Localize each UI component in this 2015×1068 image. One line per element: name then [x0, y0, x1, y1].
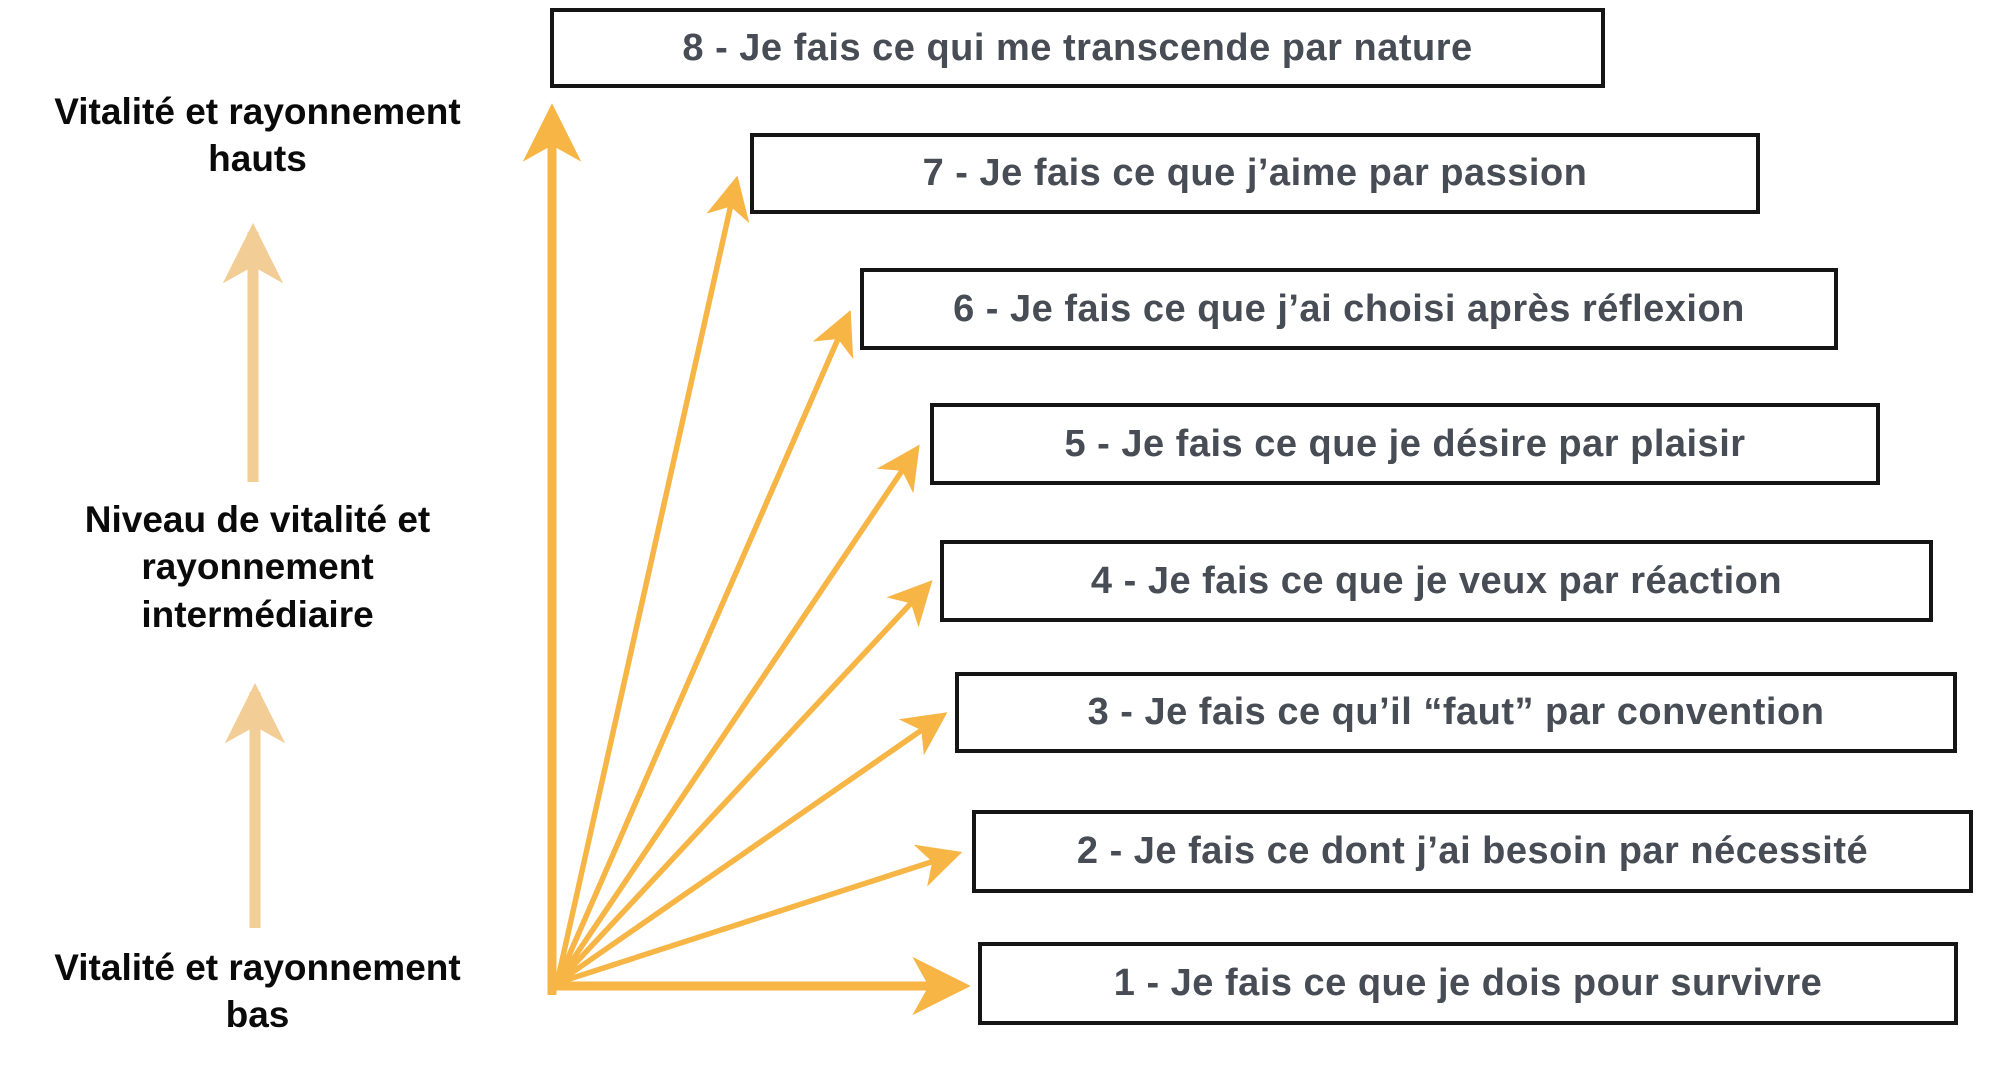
level-box-6: 6 - Je fais ce que j’ai choisi après réf… — [860, 268, 1838, 350]
fan-arrow-level-6 — [554, 309, 854, 985]
axis-label-low: Vitalité et rayonnement bas — [54, 947, 461, 1036]
level-box-8: 8 - Je fais ce qui me transcende par nat… — [550, 8, 1605, 88]
level-box-7: 7 - Je fais ce que j’aime par passion — [750, 133, 1760, 214]
level-box-3: 3 - Je fais ce qu’il “faut” par conventi… — [955, 672, 1957, 753]
level-box-1: 1 - Je fais ce que je dois pour survivre — [978, 942, 1958, 1025]
fan-arrow-level-2 — [556, 844, 963, 986]
fan-arrow-level-7 — [554, 175, 750, 984]
level-box-2: 2 - Je fais ce dont j’ai besoin par néce… — [972, 810, 1973, 893]
level-box-4: 4 - Je fais ce que je veux par réaction — [940, 540, 1933, 622]
axis-label-high: Vitalité et rayonnement hauts — [54, 91, 461, 180]
fan-arrow-level-3 — [555, 712, 948, 986]
level-box-5: 5 - Je fais ce que je désire par plaisir — [930, 403, 1880, 485]
fan-arrow-level-5 — [554, 444, 920, 985]
fan-arrow-level-4 — [554, 580, 933, 985]
axis-label-intermediate: Niveau de vitalité et rayonnement interm… — [84, 499, 431, 635]
